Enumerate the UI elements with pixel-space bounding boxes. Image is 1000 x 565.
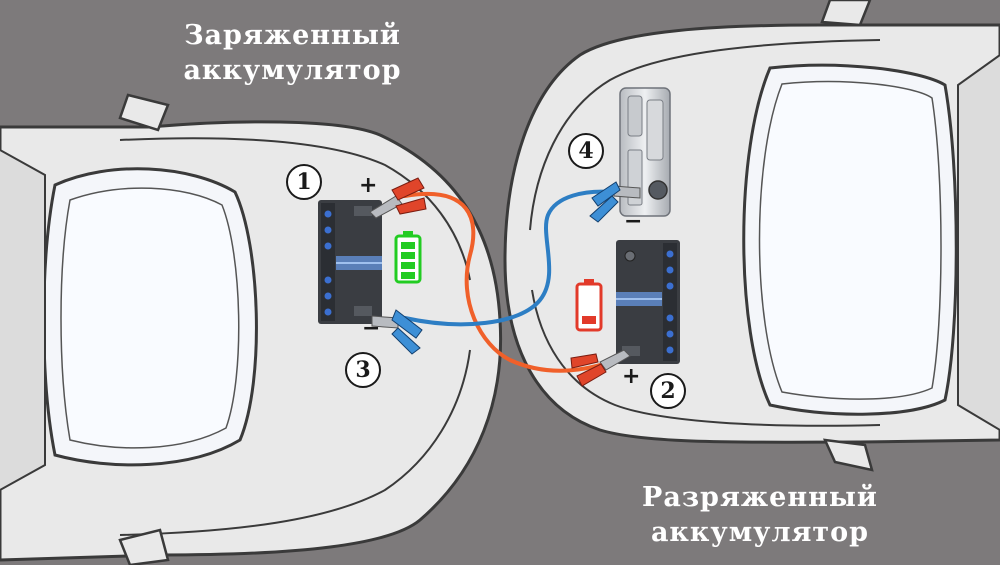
clamp-blue-icon: [589, 181, 641, 223]
negative-cable: [403, 189, 614, 327]
car-charged-hood-crease-top: [119, 137, 471, 281]
caption-charged-line-1: Заряженный: [184, 20, 401, 51]
positive-cable: [403, 192, 612, 373]
step-marker-2: 2: [650, 373, 686, 409]
battery-low-icon: [575, 279, 603, 332]
car-discharged-hood-crease-top: [529, 39, 881, 231]
car-charged-mirror-top: [118, 93, 170, 132]
battery-discharged: [616, 240, 680, 364]
engine-block-icon: [619, 87, 671, 217]
car-discharged-mirror-bottom: [822, 438, 874, 472]
caption-discharged-line-1: Разряженный: [642, 482, 878, 513]
car-discharged-hood-crease-bottom: [531, 289, 881, 427]
caption-discharged-line-2: аккумулятор: [650, 517, 870, 548]
car-charged: [0, 93, 503, 565]
positive-terminal-sign-charged: +: [359, 173, 378, 198]
car-discharged: [503, 0, 1000, 472]
step-marker-3: 3: [345, 352, 381, 388]
clamp-red-icon: [369, 177, 427, 219]
battery-charged: [318, 200, 382, 324]
ground-sign-engine: −: [624, 209, 643, 234]
car-discharged-windshield-inner: [758, 80, 942, 400]
battery-full-icon: [394, 231, 422, 284]
car-charged-roof: [0, 149, 46, 491]
caption-charged-line-2: аккумулятор: [183, 55, 402, 86]
positive-terminal-sign-discharged: +: [622, 364, 641, 389]
car-charged-windshield-inner: [60, 187, 240, 449]
car-discharged-mirror-top: [820, 0, 872, 27]
clamp-red-icon: [570, 349, 631, 387]
negative-terminal-sign-charged: −: [362, 316, 381, 341]
car-discharged-roof: [957, 54, 1000, 431]
step-marker-1: 1: [286, 164, 322, 200]
caption-discharged-battery: Разряженный аккумулятор: [620, 480, 900, 550]
clamp-blue-icon: [371, 309, 423, 355]
step-marker-4: 4: [568, 133, 604, 169]
caption-charged-battery: Заряженный аккумулятор: [170, 18, 415, 88]
car-charged-mirror-bottom: [118, 528, 170, 565]
car-charged-hood-crease-bottom: [119, 349, 471, 536]
